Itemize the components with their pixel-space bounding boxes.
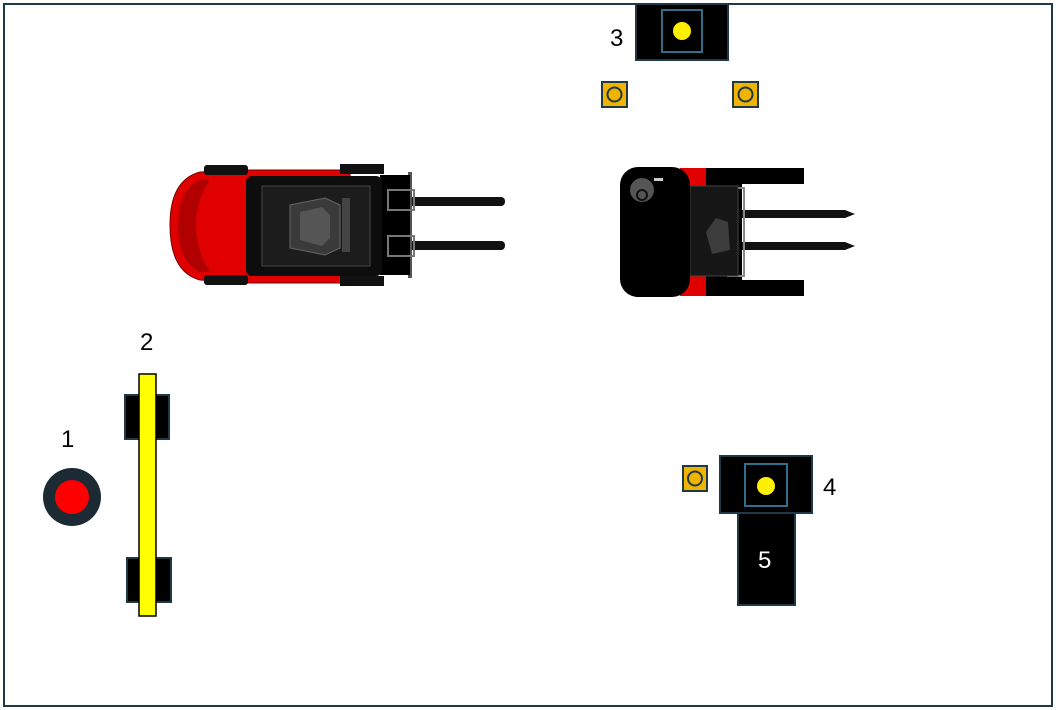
tine-bottom <box>700 280 804 296</box>
label-4: 4 <box>823 474 836 501</box>
red-marker-icon <box>55 480 89 514</box>
barrier-arm <box>138 373 157 617</box>
carriage-lower <box>387 235 415 257</box>
fork-lower-front <box>735 242 855 250</box>
mast <box>380 175 410 275</box>
forklift-front-view-icon <box>620 167 855 297</box>
logo-mark <box>654 178 663 181</box>
sensor-lens <box>737 86 754 103</box>
sensor-icon <box>682 465 708 492</box>
carriage-upper <box>387 189 415 211</box>
counterweight-front <box>620 167 690 297</box>
diagram-frame <box>3 3 1053 707</box>
barrier-gate-icon <box>124 373 172 617</box>
beacon-unit-4 <box>719 455 813 514</box>
counterweight <box>178 180 210 272</box>
fork-upper-front <box>735 210 855 218</box>
label-1: 1 <box>61 426 74 453</box>
rear-wheel-top <box>204 165 248 175</box>
sensor-lens <box>687 470 703 487</box>
base-block <box>737 512 796 606</box>
forklift-side-view-icon <box>169 164 505 286</box>
rear-wheel-bottom <box>204 275 248 285</box>
seat-cushion <box>300 207 330 246</box>
label-2: 2 <box>140 329 153 356</box>
sensor-icon <box>732 81 759 108</box>
guard-post-top <box>340 164 384 174</box>
sensor-icon <box>601 81 628 108</box>
beacon-icon <box>673 22 691 40</box>
label-3: 3 <box>610 25 623 52</box>
red-marker-1 <box>43 468 101 526</box>
tine-top <box>700 168 804 184</box>
beacon-unit-3 <box>635 3 729 61</box>
sensor-lens <box>606 86 623 103</box>
beacon-icon <box>757 477 775 495</box>
steering-column <box>342 198 350 252</box>
sensor-3-right <box>732 81 759 108</box>
beacon-frame <box>661 9 703 53</box>
fork-lower <box>405 241 505 250</box>
base-block-5 <box>737 512 796 606</box>
engine-cap-ring <box>636 189 648 201</box>
beacon-frame <box>744 463 788 507</box>
seat-front <box>706 218 730 254</box>
label-5: 5 <box>758 547 771 574</box>
sensor-3-left <box>601 81 628 108</box>
guard-post-bottom <box>340 276 384 286</box>
sensor-4 <box>682 465 708 492</box>
fork-upper <box>405 197 505 206</box>
